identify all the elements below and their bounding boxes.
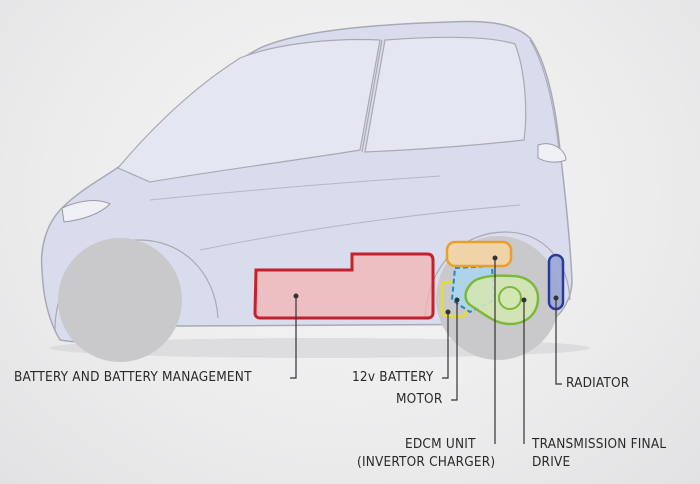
windshield	[117, 38, 381, 183]
tail-light	[537, 143, 567, 163]
leader-12v	[442, 312, 449, 379]
label-edcm-line1: EDCM UNIT	[405, 436, 476, 452]
dot-motor	[454, 297, 460, 303]
rear-edge	[529, 39, 561, 161]
side-window	[364, 36, 527, 153]
leader-battery	[290, 296, 297, 379]
door-crease	[199, 204, 521, 251]
door-line	[149, 175, 441, 201]
label-12v-battery: 12v BATTERY	[352, 369, 434, 385]
dot-transmission	[521, 297, 527, 303]
b-pillar	[361, 39, 383, 153]
dot-battery	[293, 293, 299, 299]
label-edcm-line2: (INVERTOR CHARGER)	[357, 454, 496, 470]
leader-radiator	[555, 298, 562, 385]
battery-pack	[253, 252, 435, 320]
label-transmission-line1: TRANSMISSION FINAL	[532, 436, 667, 452]
dot-edcm	[492, 255, 498, 261]
dot-12v	[445, 309, 451, 315]
leader-motor	[451, 300, 458, 401]
leader-lines	[290, 258, 562, 444]
edcm-unit	[445, 240, 513, 268]
label-motor: MOTOR	[396, 391, 443, 407]
headlight	[61, 200, 111, 223]
dot-radiator	[553, 295, 559, 301]
leader-dots	[293, 255, 559, 315]
ground-shadow	[50, 338, 590, 358]
label-battery-management: BATTERY AND BATTERY MANAGEMENT	[14, 369, 252, 385]
label-radiator: RADIATOR	[566, 375, 630, 391]
transmission-gear	[498, 286, 522, 310]
front-wheel	[58, 238, 182, 362]
label-transmission-line2: DRIVE	[532, 454, 571, 470]
